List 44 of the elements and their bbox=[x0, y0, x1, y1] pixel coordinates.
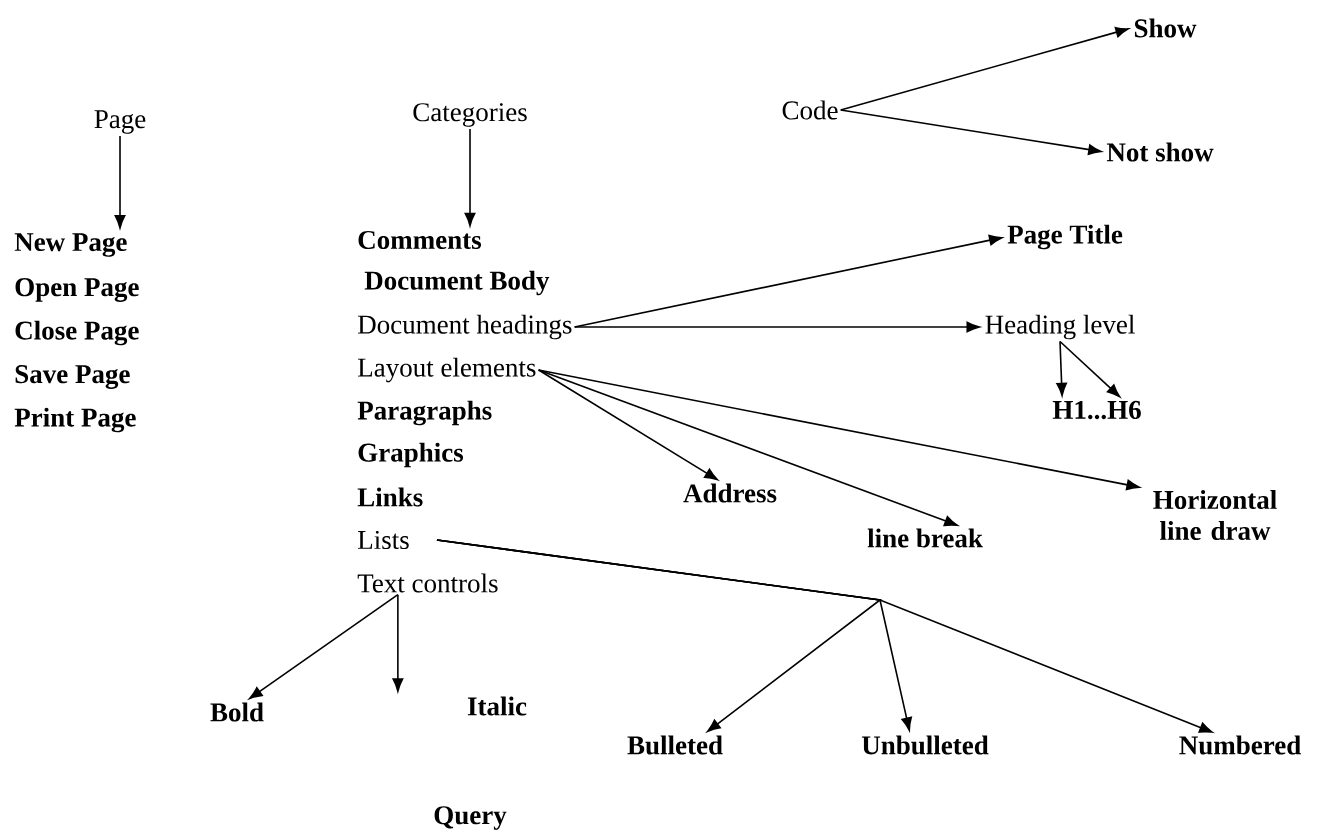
topic-text: Open Page bbox=[15, 278, 139, 302]
heading-text: Categories bbox=[413, 103, 527, 127]
arrow bbox=[436, 539, 1213, 733]
topic-text: Save Page bbox=[15, 365, 130, 389]
topic-text: Bold bbox=[210, 702, 264, 722]
topic-text: Unbulleted bbox=[861, 735, 989, 755]
topic-text: Links bbox=[357, 487, 423, 507]
topic-text: Document headings bbox=[358, 314, 572, 340]
arrow bbox=[1059, 340, 1121, 398]
topic-text: Heading level bbox=[985, 314, 1135, 340]
note-text: Query bbox=[434, 806, 507, 830]
topic-text: Print Page bbox=[14, 407, 136, 433]
arrow bbox=[573, 234, 1003, 328]
heading-text: Code bbox=[782, 100, 838, 120]
topic-text: H1...H6 bbox=[1052, 400, 1141, 420]
topic-text: Paragraphs bbox=[357, 400, 492, 426]
arrow bbox=[392, 593, 404, 692]
topic-text: Italic bbox=[467, 696, 527, 716]
topic-text: Graphics bbox=[358, 442, 464, 468]
arrow bbox=[573, 321, 980, 333]
topic-text: Comments bbox=[358, 230, 481, 250]
topic-text: Layout elements bbox=[358, 357, 536, 383]
arrow bbox=[114, 135, 126, 229]
topic-text: Page Title bbox=[1007, 224, 1123, 250]
topic-text: line break bbox=[867, 528, 983, 548]
arrow bbox=[839, 109, 1102, 155]
topic-text: Address bbox=[683, 483, 777, 503]
arrow bbox=[464, 128, 476, 227]
topic-text: Show bbox=[1134, 18, 1197, 38]
topic-text: Numbered bbox=[1179, 735, 1301, 755]
arrow bbox=[537, 369, 1140, 491]
topic-text: Close Page bbox=[15, 320, 139, 346]
heading-text: Page bbox=[94, 110, 146, 134]
topic-text: Lists bbox=[358, 530, 409, 550]
topic-text: Not show bbox=[1106, 142, 1214, 162]
topic-text: New Page bbox=[14, 233, 127, 257]
arrow bbox=[248, 593, 399, 700]
arrow bbox=[537, 369, 718, 481]
arrow bbox=[1056, 340, 1067, 397]
topic-text: Text controls bbox=[357, 573, 498, 593]
arrow bbox=[537, 369, 958, 527]
topic-text: Bulleted bbox=[627, 735, 723, 755]
topic-text: Horizontal line draw bbox=[1153, 490, 1277, 540]
topic-text: Document Body bbox=[364, 270, 550, 296]
